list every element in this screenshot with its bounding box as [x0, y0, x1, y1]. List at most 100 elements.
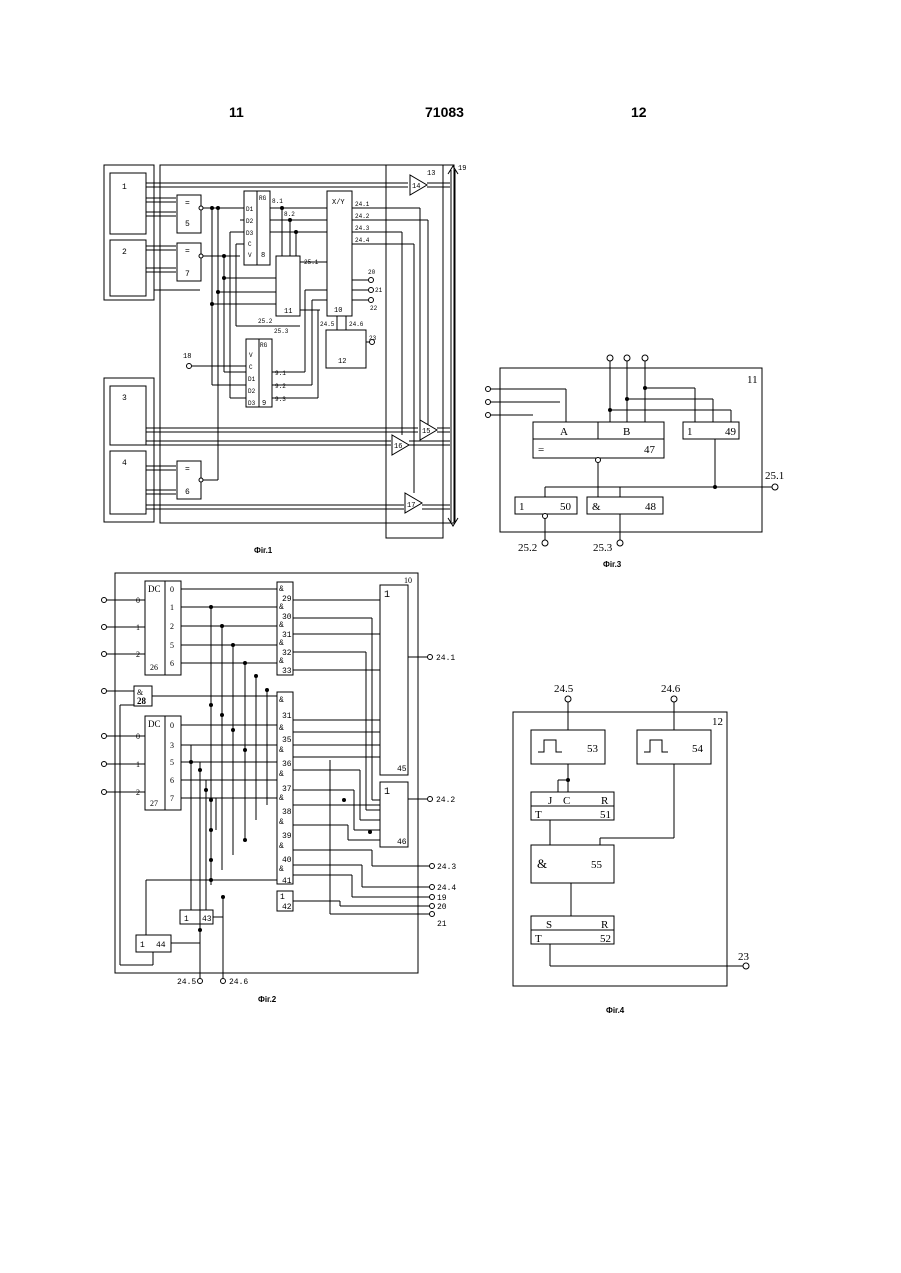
fig2-decoder-27	[145, 716, 181, 810]
fig2-decoder-26	[145, 581, 181, 675]
fig1-label-17: 17	[407, 502, 415, 510]
fig2-gate-label: 40	[282, 856, 292, 865]
fig1-pin: D1	[248, 376, 256, 383]
fig3-diagram	[486, 355, 779, 546]
fig1-sig-23: 23	[369, 335, 377, 342]
fig3-or2-symbol: 1	[519, 501, 525, 513]
fig1-pin: C	[248, 241, 252, 248]
fig1-label-8: 8	[261, 252, 265, 260]
fig2-gate-label: 41	[282, 877, 292, 886]
fig1-sig-22: 22	[370, 305, 378, 312]
fig3-caption: Фіг.3	[603, 560, 622, 569]
fig4-sr-s: S	[546, 919, 552, 931]
fig3-input-a: A	[560, 426, 568, 438]
fig1-block-3	[110, 386, 146, 445]
fig2-and-symbol: &	[279, 639, 284, 648]
fig2-pin: 2	[170, 622, 174, 631]
fig2-out-24-1: 24.1	[436, 654, 455, 663]
fig2-and-symbol: &	[279, 865, 284, 874]
fig1-label-4: 4	[122, 459, 127, 468]
fig4-pulse-icon	[644, 740, 668, 752]
fig2-pin: 0	[136, 732, 140, 741]
fig1-label-5: 5	[185, 220, 190, 229]
fig1-label-3: 3	[122, 394, 127, 403]
fig1-pin: D2	[248, 388, 256, 395]
fig1-block-11	[276, 256, 300, 316]
fig1-block-2	[110, 240, 146, 296]
fig1-sig-9-1: 9.1	[275, 370, 286, 377]
fig2-and-symbol: &	[279, 657, 284, 666]
fig1-sig-19: 19	[458, 165, 466, 173]
fig1-label-1: 1	[122, 183, 127, 192]
fig4-jk-t: T	[535, 809, 542, 821]
fig1-label-2: 2	[122, 248, 127, 257]
fig2-out-24-2: 24.2	[436, 796, 455, 805]
fig2-and-symbol: &	[279, 585, 284, 594]
fig1-sig-25-3: 25.3	[274, 328, 289, 335]
fig2-pin: 1	[136, 760, 140, 769]
fig1-sig-25-1: 25.1	[304, 259, 319, 266]
fig2-and-symbol: &	[279, 770, 284, 779]
fig1-label-6: 6	[185, 488, 190, 497]
fig1-sig-24-5: 24.5	[320, 321, 335, 328]
fig2-and-symbol: &	[279, 746, 284, 755]
fig2-pin: 1	[170, 603, 174, 612]
fig4-label-55: 55	[591, 859, 603, 871]
fig3-out-25-3: 25.3	[593, 542, 613, 554]
fig1-eq-7: =	[185, 247, 190, 256]
fig2-and-symbol: &	[279, 842, 284, 851]
fig1-sig-20: 20	[368, 269, 376, 276]
fig1-label-12: 12	[338, 358, 346, 366]
fig2-pin: 6	[170, 776, 174, 785]
fig2-gate-label: 31	[282, 712, 292, 721]
fig4-sr-r: R	[601, 919, 609, 931]
fig1-pin: V	[248, 252, 252, 259]
fig2-pin: 6	[170, 659, 174, 668]
fig2-pin: 0	[170, 721, 174, 730]
fig2-dc26: DC	[148, 584, 161, 594]
fig2-pin: 5	[170, 641, 174, 650]
fig2-and-symbol: &	[279, 818, 284, 827]
fig2-pin: 2	[136, 650, 140, 659]
fig2-gate-label: 36	[282, 760, 292, 769]
fig1-label-10: 10	[334, 307, 342, 315]
fig1-label-15: 15	[422, 428, 430, 436]
fig1-pin: D3	[248, 400, 256, 407]
fig4-in-24-6: 24.6	[661, 683, 681, 695]
fig1-sig-24-1: 24.1	[355, 201, 370, 208]
fig2-out-24-3: 24.3	[437, 863, 456, 872]
fig1-label-7: 7	[185, 270, 190, 279]
fig2-gate-label: 43	[202, 915, 212, 924]
fig2-and-symbol: &	[279, 696, 284, 705]
fig1-pin: D3	[246, 230, 254, 237]
fig2-and-symbol: &	[279, 603, 284, 612]
fig1-frame	[160, 165, 454, 523]
fig3-or-symbol: 1	[687, 426, 693, 438]
fig2-or-45	[380, 585, 408, 775]
fig1-label-13: 13	[427, 170, 435, 178]
fig2-pin: 1	[136, 623, 140, 632]
fig2-gate-label: 38	[282, 808, 292, 817]
fig1-sig-24-4: 24.4	[355, 237, 370, 244]
fig2-pin: 7	[170, 794, 174, 803]
fig3-label-49: 49	[725, 426, 737, 438]
fig2-pin: 0	[170, 585, 174, 594]
fig1-sig-18: 18	[183, 353, 191, 361]
fig1-rg-9: RG	[260, 342, 268, 349]
fig1-caption: Фіг.1	[254, 546, 273, 555]
fig2-out-19: 19	[437, 894, 447, 903]
fig1-sig-25-2: 25.2	[258, 318, 273, 325]
fig2-pin: 2	[136, 788, 140, 797]
fig4-label-54: 54	[692, 743, 704, 755]
fig2-or-symbol: 1	[184, 915, 189, 924]
fig1-label-16: 16	[394, 443, 402, 451]
fig1-pin: C	[249, 364, 253, 371]
fig3-label-48: 48	[645, 501, 657, 513]
fig3-out-25-2: 25.2	[518, 542, 537, 554]
fig4-label-52: 52	[600, 933, 611, 945]
fig1-sig-8-2: 8.2	[284, 211, 295, 218]
fig4-jk-j: J	[548, 795, 553, 807]
fig2-dc27: DC	[148, 719, 161, 729]
fig1-label-11: 11	[284, 308, 292, 316]
